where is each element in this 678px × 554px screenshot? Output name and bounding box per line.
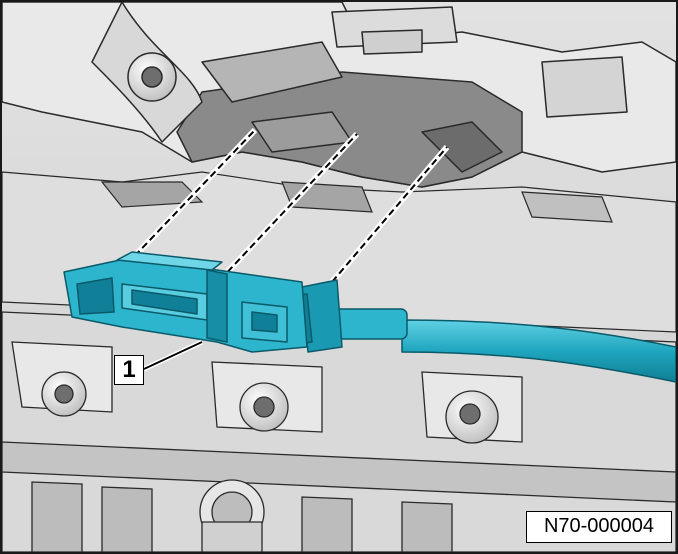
cable-connector-part — [63, 251, 676, 383]
figure-id-label: N70-000004 — [526, 511, 672, 543]
callout-leader — [142, 339, 204, 372]
upper-housing — [2, 2, 676, 188]
lower-housing — [2, 311, 676, 552]
callout-label-1: 1 — [114, 355, 144, 385]
installation-guide-lines — [124, 127, 450, 284]
